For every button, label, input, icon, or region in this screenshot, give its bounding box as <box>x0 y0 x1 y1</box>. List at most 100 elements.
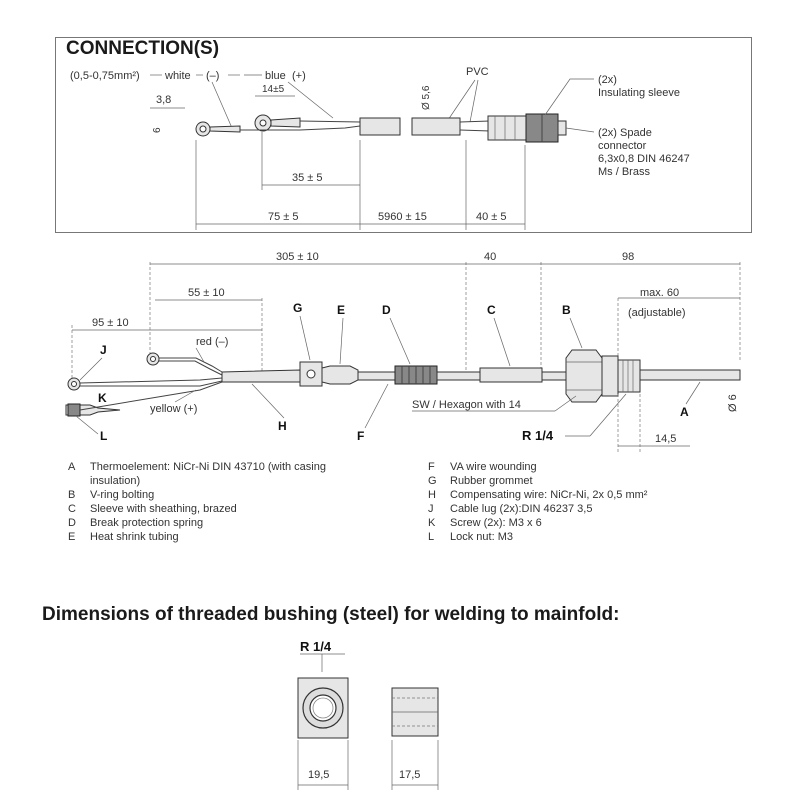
hexagon-nut <box>565 349 603 403</box>
legend-text: Thermoelement: NiCr-Ni DIN 43710 (with c… <box>90 461 326 473</box>
legend-row: D Break protection spring <box>68 516 398 530</box>
legend-row: G Rubber grommet <box>428 474 758 488</box>
yellow-label: yellow (+) <box>150 403 197 415</box>
connection-title: CONNECTION(S) <box>66 38 220 59</box>
adjustable-label: (adjustable) <box>628 307 685 319</box>
hexagon-label: SW / Hexagon with 14 <box>412 399 521 411</box>
dim-40-sensor-label: 40 <box>484 251 496 263</box>
legend-row: E Heat shrink tubing <box>68 530 398 544</box>
spade-line3: 6,3x0,8 DIN 46247 <box>598 153 690 165</box>
pvc-label: PVC <box>466 66 489 78</box>
blue-sign: (+) <box>292 70 306 82</box>
legend-left: A Thermoelement: NiCr-Ni DIN 43710 (with … <box>68 460 398 544</box>
legend-key: C <box>68 503 76 515</box>
legend-key: E <box>68 531 76 543</box>
max60-label: max. 60 <box>640 287 679 299</box>
connection-diagram: (0,5-0,75mm²) white (–) blue (+) 14±5 3,… <box>70 66 690 230</box>
legend-text: Screw (2x): M3 x 6 <box>450 517 542 529</box>
legend-key: K <box>428 517 436 529</box>
dim-305-label: 305 ± 10 <box>276 251 319 263</box>
letter-g: G <box>293 301 302 315</box>
connection-frame <box>55 37 752 233</box>
legend-row: insulation) <box>68 474 398 488</box>
bushing-thread-label: R 1/4 <box>300 639 332 654</box>
legend-text: insulation) <box>90 475 141 487</box>
white-sign: (–) <box>206 70 219 82</box>
sleeve-count: (2x) <box>598 74 617 86</box>
dim-95-label: 95 ± 10 <box>92 317 129 329</box>
legend-row: K Screw (2x): M3 x 6 <box>428 516 758 530</box>
dim-d6-label: Ø 6 <box>727 394 739 412</box>
letter-f: F <box>357 429 364 443</box>
v-ring-bolting <box>601 355 619 397</box>
legend-text: Cable lug (2x):DIN 46237 3,5 <box>450 503 593 515</box>
dim-55-label: 55 ± 10 <box>188 287 225 299</box>
letter-j: J <box>100 343 107 357</box>
sleeve-with-sheathing <box>479 367 543 383</box>
legend-row: A Thermoelement: NiCr-Ni DIN 43710 (with … <box>68 460 398 474</box>
pvc-sheath-left <box>359 117 401 136</box>
dim-5960-label: 5960 ± 15 <box>378 211 427 223</box>
letter-b: B <box>562 303 571 317</box>
sensor-diagram: 305 ± 10 40 98 55 ± 10 95 ± 10 max. 60 (… <box>65 251 741 452</box>
letter-l: L <box>100 429 107 443</box>
legend-key: D <box>68 517 76 529</box>
legend-key: F <box>428 461 435 473</box>
legend-row: L Lock nut: M3 <box>428 530 758 544</box>
legend-text: Rubber grommet <box>450 475 533 487</box>
dim-19-5-label: 19,5 <box>308 769 329 781</box>
legend-row: C Sleeve with sheathing, brazed <box>68 502 398 516</box>
dim-3-8-label: 3,8 <box>156 94 171 106</box>
dim-14-label: 14±5 <box>262 84 285 95</box>
thread-label: R 1/4 <box>522 428 554 443</box>
dim-35-label: 35 ± 5 <box>292 172 323 184</box>
pvc-sheath-right <box>411 117 461 136</box>
legend-text: Heat shrink tubing <box>90 531 179 543</box>
dim-17-5-label: 17,5 <box>399 769 420 781</box>
legend-row: F VA wire wounding <box>428 460 758 474</box>
thread-r14 <box>617 359 641 393</box>
legend-row: H Compensating wire: NiCr-Ni, 2x 0,5 mm² <box>428 488 758 502</box>
lock-nut-l <box>67 403 81 417</box>
sleeve-label: Insulating sleeve <box>598 87 680 99</box>
compensating-wire <box>221 369 301 383</box>
letter-k: K <box>98 391 107 405</box>
letter-c: C <box>487 303 496 317</box>
legend-key: B <box>68 489 76 501</box>
legend-key: L <box>428 531 435 543</box>
wire-size-label: (0,5-0,75mm²) <box>70 70 140 82</box>
letter-e: E <box>337 303 345 317</box>
legend-key <box>68 474 90 488</box>
thermoelement-a <box>639 369 741 381</box>
letter-h: H <box>278 419 287 433</box>
spade-count: (2x) Spade <box>598 127 652 139</box>
spade-line4: Ms / Brass <box>598 166 650 178</box>
dim-75-label: 75 ± 5 <box>268 211 299 223</box>
dim-d56-label: Ø 5,6 <box>421 85 432 110</box>
spade-line2: connector <box>598 140 647 152</box>
legend-key: G <box>428 475 437 487</box>
letter-a: A <box>680 405 689 419</box>
blue-label: blue <box>265 70 286 82</box>
dim-40-conn-label: 40 ± 5 <box>476 211 507 223</box>
legend-text: Sleeve with sheathing, brazed <box>90 503 237 515</box>
legend-row: J Cable lug (2x):DIN 46237 3,5 <box>428 502 758 516</box>
legend-key: J <box>428 503 434 515</box>
legend-key: A <box>68 461 76 473</box>
red-label: red (–) <box>196 336 228 348</box>
legend-right: F VA wire wounding G Rubber grommet H Compe… <box>428 460 758 544</box>
legend-key: H <box>428 489 436 501</box>
legend-text: Lock nut: M3 <box>450 531 513 543</box>
dim-98-label: 98 <box>622 251 634 263</box>
legend-text: V-ring bolting <box>90 489 155 501</box>
legend-row: B V-ring bolting <box>68 488 398 502</box>
dim-6-label: 6 <box>152 127 163 133</box>
legend-text: Break protection spring <box>90 517 204 529</box>
legend-text: Compensating wire: NiCr-Ni, 2x 0,5 mm² <box>450 489 648 501</box>
legend-text: VA wire wounding <box>450 461 537 473</box>
letter-d: D <box>382 303 391 317</box>
dim-14-5-label: 14,5 <box>655 433 676 445</box>
white-label: white <box>164 70 191 82</box>
bushing-diagram: R 1/4 19,5 17,5 <box>297 639 439 790</box>
